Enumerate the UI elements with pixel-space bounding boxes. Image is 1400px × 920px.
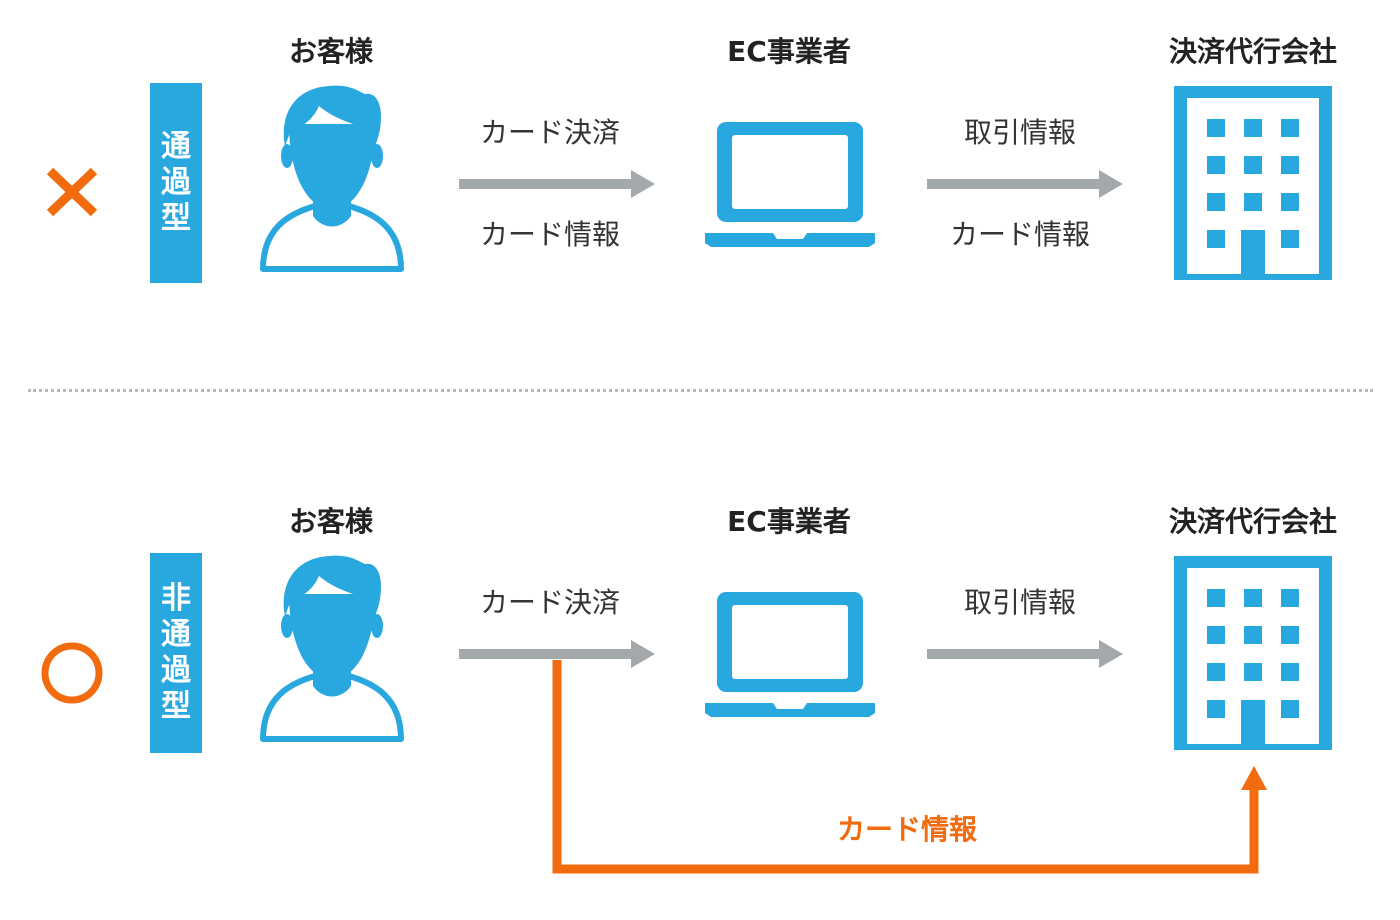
type-badge-char: 過 (161, 165, 191, 200)
merchant-title: EC事業者 (727, 35, 851, 68)
building-icon (1174, 86, 1332, 280)
merchant-title: EC事業者 (727, 505, 851, 538)
customer-person-icon (260, 555, 404, 742)
flow-label-transaction-info: 取引情報 (963, 586, 1077, 619)
flow-label-card-payment: カード決済 (479, 586, 621, 619)
type-badge-char: 通 (161, 617, 191, 652)
customer-person-icon (260, 85, 404, 272)
flow-label-card-info: カード情報 (479, 218, 621, 251)
customer-title: お客様 (288, 505, 374, 538)
type-badge-char: 型 (161, 201, 191, 236)
flow-label-card-payment: カード決済 (479, 116, 621, 149)
arrow-customer-to-merchant (459, 640, 655, 668)
type-badge-char: 非 (161, 581, 191, 616)
customer-title: お客様 (288, 35, 374, 68)
section-divider (28, 389, 1373, 392)
cross-mark-icon (46, 167, 98, 217)
payment-provider-title: 決済代行会社 (1168, 505, 1338, 538)
arrow-merchant-to-provider (927, 640, 1123, 668)
flow-label-transaction-info: 取引情報 (963, 116, 1077, 149)
circle-mark-icon (41, 642, 103, 704)
laptop-icon (705, 122, 875, 247)
direct-flow-label-card-info: カード情報 (836, 813, 978, 846)
type-badge-pass-through: 通 過 型 (150, 83, 202, 283)
type-badge-char: 型 (161, 689, 191, 724)
arrow-merchant-to-provider (927, 170, 1123, 198)
type-badge-char: 過 (161, 653, 191, 688)
building-icon (1174, 556, 1332, 750)
arrow-customer-to-merchant (459, 170, 655, 198)
type-badge-non-pass-through: 非 通 過 型 (150, 553, 202, 753)
payment-provider-title: 決済代行会社 (1168, 35, 1338, 68)
flow-label-card-info: カード情報 (949, 218, 1091, 251)
type-badge-char: 通 (161, 129, 191, 164)
laptop-icon (705, 592, 875, 717)
